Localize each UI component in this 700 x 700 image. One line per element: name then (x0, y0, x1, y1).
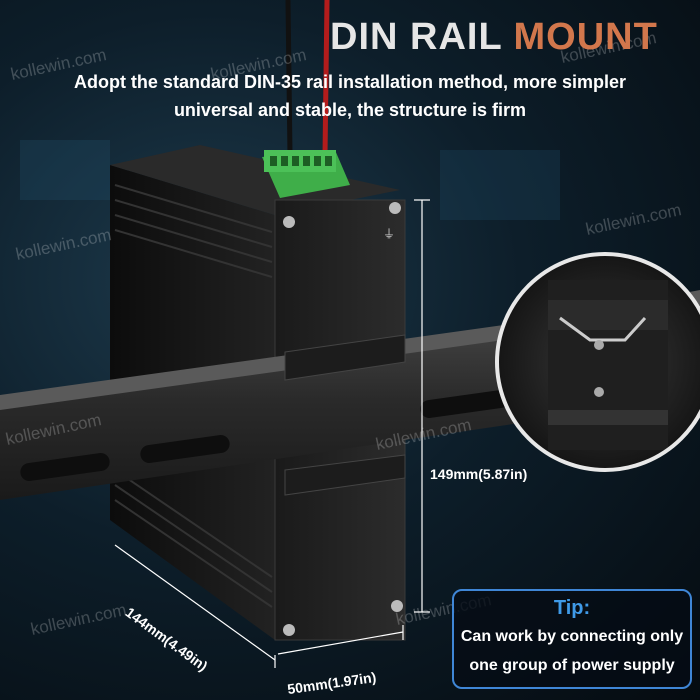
cooling-fins (114, 184, 273, 608)
tip-box: Tip: Can work by connecting only one gro… (452, 589, 692, 689)
power-cable (285, 0, 293, 156)
power-cable (322, 0, 330, 156)
tip-title: Tip: (553, 597, 591, 619)
zoom-frame (495, 252, 700, 472)
ground-icon: ⏚ (383, 227, 395, 241)
rail-clip (284, 334, 406, 381)
subtitle: Adopt the standard DIN-35 rail installat… (20, 68, 680, 124)
page-title: DIN RAIL MOUNT (330, 14, 690, 60)
title-word-accent: MOUNT (513, 16, 658, 58)
terminal-block (262, 150, 350, 198)
tip-line: one group of power supply (469, 657, 675, 674)
rail-clip (284, 454, 406, 496)
subtitle-line: Adopt the standard DIN-35 rail installat… (73, 72, 627, 92)
screw-icon (391, 600, 403, 612)
headline: DIN RAIL MOUNT (0, 14, 700, 60)
title-word-primary: DIN RAIL (330, 16, 502, 58)
screw-icon (283, 624, 295, 636)
subtitle-line: universal and stable, the structure is f… (173, 100, 527, 120)
bg-panel (20, 140, 110, 200)
screw-icon (389, 202, 401, 214)
height-dimension-label: 149mm(5.87in) (430, 466, 528, 482)
bg-panel (440, 150, 560, 220)
dimension-lines (114, 199, 430, 668)
zoom-detail (497, 254, 700, 470)
screw-icon (283, 216, 295, 228)
tip-line: Can work by connecting only (460, 628, 684, 645)
enclosure-top (110, 145, 400, 215)
